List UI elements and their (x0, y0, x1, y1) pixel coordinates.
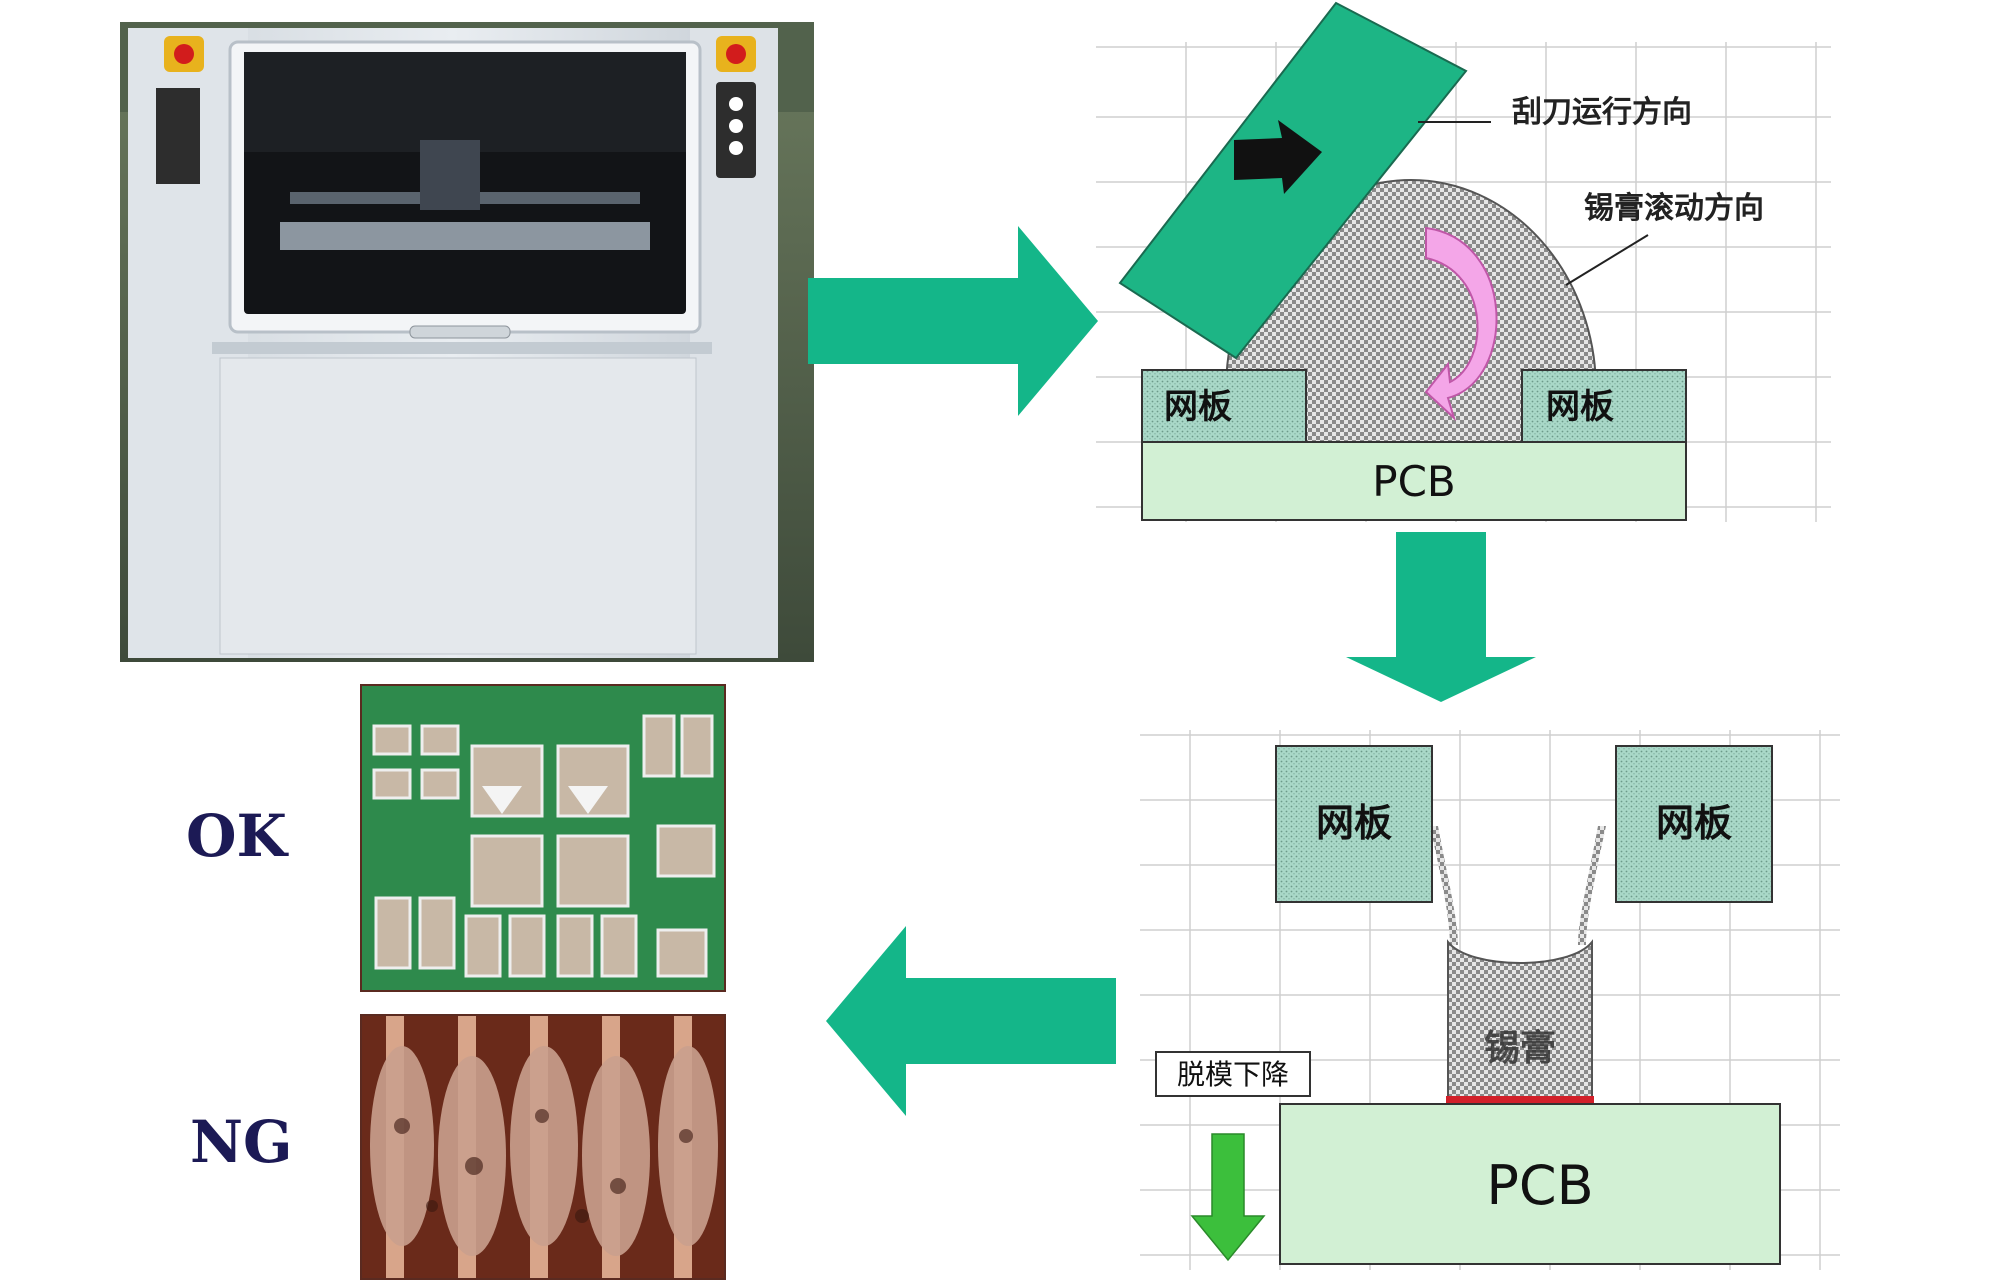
ng-label: NG (190, 1108, 293, 1176)
ng-result-photo (360, 1014, 726, 1280)
stencil-left-bottom (1275, 745, 1433, 903)
squeegee-direction-label: 刮刀运行方向 (1512, 95, 1692, 130)
stencil-left (1141, 369, 1307, 443)
ng-solder-bridging-closeup (362, 1016, 724, 1278)
paste-roll-direction-label: 锡膏滚动方向 (1584, 191, 1764, 226)
pcb-label-top: PCB (1372, 457, 1455, 506)
ok-pcb-closeup (362, 686, 724, 990)
paste-pad-edge (1446, 1096, 1594, 1104)
demold-label-box (1155, 1051, 1311, 1097)
stencil-right-bottom (1615, 745, 1773, 903)
down-arrow-icon (1190, 1133, 1266, 1262)
stencil-left-bottom-label: 网板 (1316, 801, 1392, 845)
paste-deposit (1447, 939, 1593, 1103)
demold-label: 脱模下降 (1177, 1058, 1289, 1091)
roll-arrow-icon (1424, 226, 1498, 422)
black-arrow-icon (1234, 120, 1322, 194)
pcb-board-top (1141, 441, 1687, 521)
paste-label: 锡膏 (1484, 1028, 1556, 1069)
stencil-right-bottom-label: 网板 (1656, 801, 1732, 845)
stencil-right-label: 网板 (1546, 387, 1614, 427)
ok-result-photo (360, 684, 726, 992)
demold-diagram: 网板 网板 锡膏 脱模下降 PCB (1155, 745, 1781, 1265)
down-teal-arrow-icon (1346, 532, 1536, 702)
stencil-left-label: 网板 (1164, 387, 1232, 427)
printing-diagram: 刮刀运行方向 锡膏滚动方向 网板 网板 PCB (1118, 1, 1764, 521)
pcb-board-bottom (1279, 1103, 1781, 1265)
printer-machine-photo (120, 22, 814, 662)
right-arrow-icon (808, 226, 1098, 416)
ok-label: OK (186, 802, 287, 870)
printer-machine-illustration (120, 22, 814, 662)
left-arrow-icon (826, 926, 1116, 1116)
pcb-label-bottom: PCB (1486, 1154, 1593, 1217)
